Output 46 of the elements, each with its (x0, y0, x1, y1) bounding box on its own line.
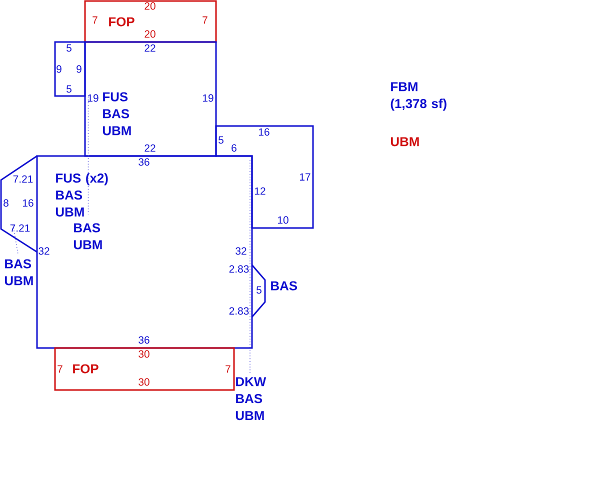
area-label: FOP (73, 364, 98, 374)
dimension-label: 8 (4, 199, 8, 207)
dimension-label: 7 (92, 16, 98, 24)
area-label: DKW BAS UBM (236, 377, 266, 420)
room-outline (215, 125, 314, 229)
dimension-label: 19 (88, 94, 98, 102)
dimension-label: 36 (138, 158, 150, 166)
dimension-label: 32 (38, 247, 50, 255)
dimension-label: 32 (236, 247, 246, 255)
dimension-label: 20 (144, 30, 156, 38)
dimension-label: 7.21 (13, 175, 33, 183)
dimension-label: 19 (202, 94, 214, 102)
dimension-label: 17 (300, 173, 310, 181)
area-label: BAS UBM (5, 259, 33, 286)
dimension-label: 7 (226, 365, 230, 373)
dimension-label: 7 (58, 365, 62, 373)
dimension-label: 2.83 (229, 265, 249, 273)
dimension-label: 22 (144, 44, 156, 52)
area-label: BAS UBM (74, 223, 102, 250)
dimension-label: 10 (278, 216, 288, 224)
dimension-label: 22 (144, 144, 156, 152)
dimension-label: 7 (202, 16, 208, 24)
dimension-label: 30 (138, 378, 150, 386)
area-label: FBM (1,378 sf) (390, 82, 446, 111)
dimension-label: 5 (66, 44, 72, 52)
dimension-label: 36 (138, 336, 150, 344)
dimension-label: 2.83 (229, 307, 249, 315)
dimension-label: 5 (218, 136, 224, 144)
dimension-label: 20 (144, 2, 156, 10)
dimension-label: 9 (76, 65, 82, 73)
dimension-label: 9 (56, 65, 62, 73)
area-label: BAS (271, 281, 298, 290)
dimension-label: 16 (258, 128, 270, 136)
area-label: FOP (109, 17, 134, 26)
dimension-label: 5 (66, 85, 72, 93)
area-label: FUS (x2) BAS UBM (56, 173, 108, 217)
area-reference-line (88, 96, 89, 215)
area-label: FUS BAS UBM (103, 92, 131, 136)
dimension-label: 7.21 (10, 224, 30, 232)
room-outline (54, 41, 86, 97)
dimension-label: 5 (256, 286, 262, 294)
dimension-label: 12 (254, 187, 266, 195)
dimension-label: 30 (138, 350, 150, 358)
dimension-label: 6 (232, 144, 236, 152)
dimension-label: 16 (22, 199, 34, 207)
area-label: UBM (390, 137, 419, 146)
